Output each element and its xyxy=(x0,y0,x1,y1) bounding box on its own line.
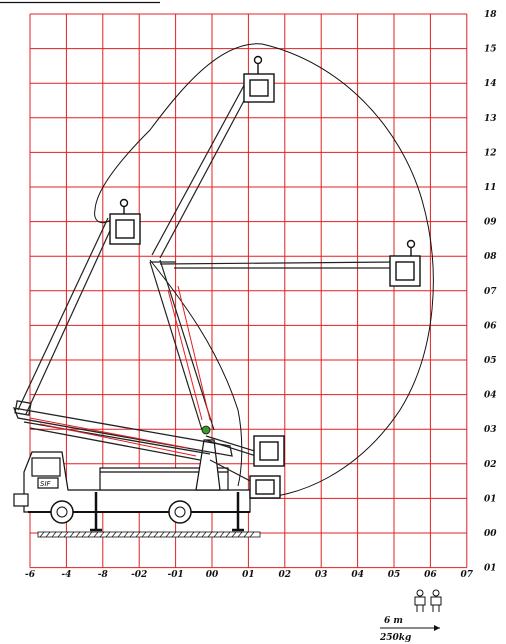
right-axis-label: 03 xyxy=(484,425,497,435)
basket-right xyxy=(389,239,421,287)
turret xyxy=(195,425,221,491)
bottom-axis-labels: -6 -4 -8 -02 -01 00 01 02 03 04 05 06 07 xyxy=(25,570,474,580)
capacity-reach: 6 m xyxy=(384,616,403,626)
boom-left xyxy=(17,217,115,415)
bottom-axis-label: 04 xyxy=(351,570,364,580)
ground-line xyxy=(37,531,261,538)
person-icon xyxy=(430,589,442,612)
bottom-axis-label: -6 xyxy=(25,570,36,580)
right-axis-label: 11 xyxy=(484,183,497,193)
right-axis-label: 09 xyxy=(484,218,497,228)
right-axis-label: 15 xyxy=(484,45,497,55)
basket-left xyxy=(109,198,141,245)
boom-low-right xyxy=(205,435,259,485)
capacity-legend: 6 m 250kg xyxy=(379,589,442,643)
bottom-axis-label: 06 xyxy=(424,570,437,580)
svg-text:SIF: SIF xyxy=(40,480,52,488)
inner-envelope xyxy=(149,259,243,487)
person-icon xyxy=(414,589,426,612)
bottom-axis-label: 05 xyxy=(388,570,401,580)
basket-stowed xyxy=(249,475,281,499)
basket-low xyxy=(253,435,285,467)
right-axis-label: 18 xyxy=(484,10,497,20)
bottom-axis-label: -4 xyxy=(61,570,71,580)
right-axis-label: 02 xyxy=(484,460,497,470)
basket-top xyxy=(243,55,275,103)
truck-wheels xyxy=(50,500,192,524)
right-axis-label: 06 xyxy=(484,321,497,331)
right-axis-label: 12 xyxy=(484,148,497,158)
bottom-axis-label: -01 xyxy=(167,570,183,580)
boom-red-section xyxy=(167,285,211,421)
bottom-axis-label: 01 xyxy=(242,570,255,580)
right-axis-label: 13 xyxy=(484,114,497,124)
boom-horizontal xyxy=(150,261,401,269)
capacity-load: 250kg xyxy=(379,633,411,643)
right-axis-label: 07 xyxy=(484,287,497,297)
grid xyxy=(29,13,468,569)
boom-top xyxy=(149,77,255,431)
bottom-axis-label: -8 xyxy=(98,570,109,580)
bottom-axis-label: 07 xyxy=(461,570,474,580)
right-axis-label: 08 xyxy=(484,252,497,262)
outriggers xyxy=(90,492,244,532)
bottom-axis-label: 02 xyxy=(279,570,292,580)
right-axis-label: 14 xyxy=(484,79,497,89)
working-envelope xyxy=(94,43,434,499)
right-axis-label: 00 xyxy=(484,529,497,539)
bottom-axis-label: 00 xyxy=(206,570,219,580)
right-axis-label: 01 xyxy=(484,564,497,574)
right-axis-label: 01 xyxy=(484,494,497,504)
right-axis-label: 04 xyxy=(484,391,497,401)
right-axis-label: 05 xyxy=(484,356,497,366)
bottom-axis-label: -02 xyxy=(131,570,147,580)
bottom-axis-label: 03 xyxy=(315,570,328,580)
boom-stowed-red xyxy=(29,417,197,457)
right-axis-labels: 18 15 14 13 12 11 09 08 07 06 05 04 03 02 01 00 01 xyxy=(484,10,497,574)
